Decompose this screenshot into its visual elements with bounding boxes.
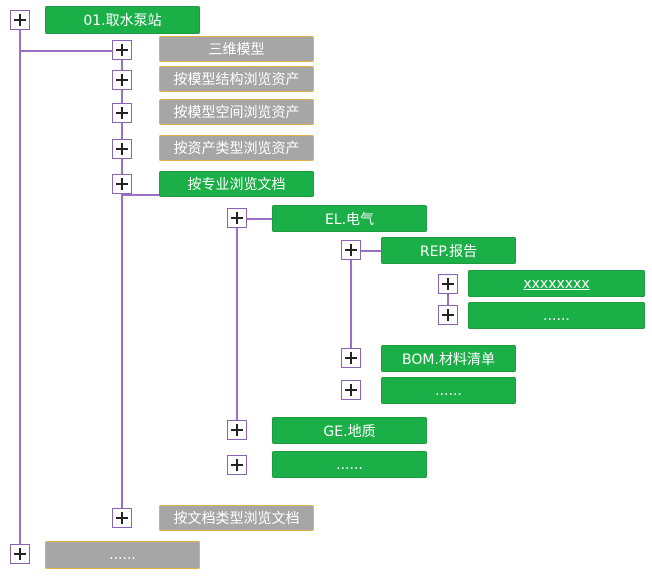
expand-toggle-icon[interactable] <box>112 103 132 123</box>
expand-toggle-icon[interactable] <box>438 274 458 294</box>
node-label: REP.报告 <box>419 243 478 260</box>
tree-node-electrical[interactable]: EL.电气 <box>272 205 427 232</box>
tree-node-root[interactable]: 01.取水泵站 <box>45 6 200 34</box>
tree-node-root-more[interactable]: ...... <box>45 541 200 569</box>
expand-toggle-icon[interactable] <box>112 508 132 528</box>
node-label: ...... <box>109 547 136 563</box>
connector-line <box>236 218 238 430</box>
node-label: 按资产类型浏览资产 <box>173 141 300 157</box>
expand-toggle-icon[interactable] <box>10 544 30 564</box>
tree-node-report[interactable]: REP.报告 <box>381 237 516 264</box>
connector-line <box>19 50 121 52</box>
node-label: BOM.材料清单 <box>402 351 495 368</box>
node-label: EL.电气 <box>324 211 375 228</box>
expand-toggle-icon[interactable] <box>227 420 247 440</box>
tree-node-more[interactable]: ...... <box>468 302 645 329</box>
expand-toggle-icon[interactable] <box>438 305 458 325</box>
node-label: GE.地质 <box>323 423 376 440</box>
connector-line <box>350 250 352 358</box>
node-label: 按模型空间浏览资产 <box>173 105 300 121</box>
expand-toggle-icon[interactable] <box>112 40 132 60</box>
node-label: 按文档类型浏览文档 <box>173 511 300 527</box>
connector-line <box>19 30 21 554</box>
node-label: ...... <box>435 382 462 399</box>
expand-toggle-icon[interactable] <box>341 380 361 400</box>
expand-toggle-icon[interactable] <box>112 174 132 194</box>
expand-toggle-icon[interactable] <box>227 455 247 475</box>
node-label: xxxxxxxx <box>523 275 590 292</box>
connector-line <box>447 284 449 314</box>
tree-node-browse-by-asset-type[interactable]: 按资产类型浏览资产 <box>159 135 314 161</box>
expand-toggle-icon[interactable] <box>227 208 247 228</box>
expand-toggle-icon[interactable] <box>112 70 132 90</box>
node-label: 按专业浏览文档 <box>187 177 286 193</box>
tree-node-browse-by-discipline[interactable]: 按专业浏览文档 <box>159 171 314 197</box>
tree-node-more[interactable]: ...... <box>381 377 516 404</box>
expand-toggle-icon[interactable] <box>341 240 361 260</box>
node-label: 按模型结构浏览资产 <box>173 72 300 88</box>
tree-node-browse-by-document-type[interactable]: 按文档类型浏览文档 <box>159 505 314 531</box>
tree-node-browse-by-structure[interactable]: 按模型结构浏览资产 <box>159 66 314 92</box>
expand-toggle-icon[interactable] <box>112 139 132 159</box>
expand-toggle-icon[interactable] <box>341 348 361 368</box>
tree-node-more[interactable]: ...... <box>272 451 427 478</box>
node-label: ...... <box>543 307 570 324</box>
tree-node-3d-model[interactable]: 三维模型 <box>159 36 314 62</box>
node-label: 三维模型 <box>208 42 265 58</box>
node-label: ...... <box>336 456 363 473</box>
node-label: 01.取水泵站 <box>83 13 162 29</box>
tree-node-document-link[interactable]: xxxxxxxx <box>468 270 645 297</box>
connector-line <box>121 58 123 518</box>
tree-node-browse-by-space[interactable]: 按模型空间浏览资产 <box>159 99 314 125</box>
expand-toggle-icon[interactable] <box>10 10 30 30</box>
tree-node-geology[interactable]: GE.地质 <box>272 417 427 444</box>
tree-node-bill-of-materials[interactable]: BOM.材料清单 <box>381 345 516 372</box>
